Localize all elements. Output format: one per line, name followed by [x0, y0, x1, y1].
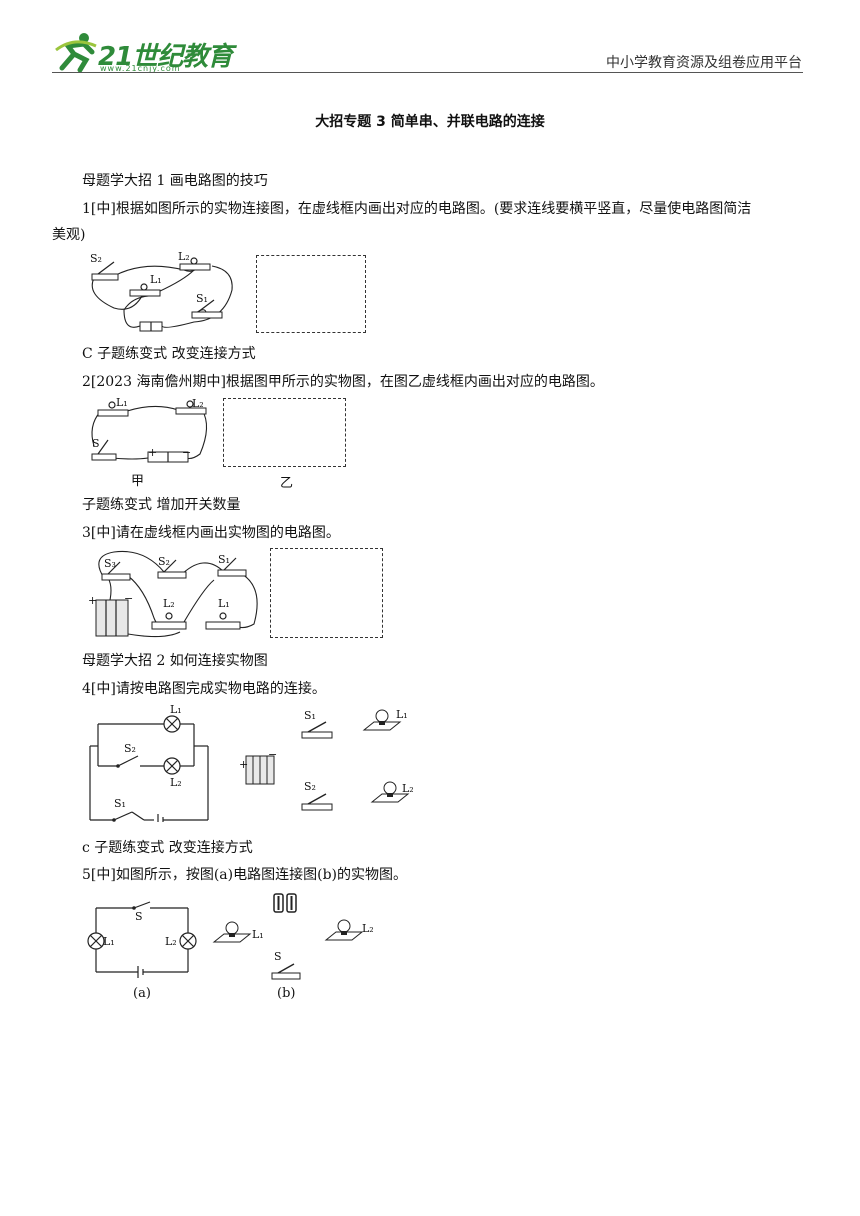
- section-heading-1: 母题学大招 1 画电路图的技巧: [82, 173, 268, 189]
- question-1-line1: 1[中]根据如图所示的实物连接图，在虚线框内画出对应的电路图。(要求连线要横平竖…: [82, 201, 752, 217]
- q4-diagram-label-s1: S₁: [114, 797, 126, 810]
- q4-circuit-diagram: [89, 715, 209, 822]
- q5-diagram-label-l2: L₂: [165, 935, 177, 948]
- q5-battery-icon: [273, 893, 297, 913]
- q3-label-l1: L₁: [218, 597, 230, 610]
- q1-answer-box[interactable]: [256, 255, 366, 333]
- q2-label-l2: L₂: [192, 397, 204, 410]
- q5-caption-b: (b): [277, 986, 296, 1001]
- q2-label-plus: +: [148, 446, 158, 459]
- q4-battery-plus: +: [239, 758, 249, 771]
- q5-diagram-label-s: S: [135, 910, 143, 923]
- q5-bulb-l2-icon: [324, 919, 364, 941]
- q2-label-s: S: [92, 437, 100, 450]
- q4-switch-s1-icon: [301, 721, 333, 739]
- q4-label-l1: L₁: [396, 708, 408, 721]
- q4-diagram-label-l2: L₂: [170, 776, 182, 789]
- platform-name: 中小学教育资源及组卷应用平台: [606, 55, 802, 71]
- q5-switch-icon: [271, 963, 301, 980]
- q4-switch-s2-icon: [301, 793, 333, 811]
- q1-label-l2: L₂: [178, 250, 190, 263]
- question-4: 4[中]请按电路图完成实物电路的连接。: [82, 681, 326, 697]
- q5-caption-a: (a): [133, 986, 151, 1001]
- q3-label-s1: S₁: [218, 553, 230, 566]
- q5-circuit-diagram: [87, 901, 197, 978]
- q4-diagram-label-l1: L₁: [170, 703, 182, 716]
- section-heading-2: 母题学大招 2 如何连接实物图: [82, 653, 268, 669]
- q3-label-plus: +: [88, 594, 98, 607]
- q4-label-s1: S₁: [304, 709, 316, 722]
- question-1-line2: 美观): [52, 227, 86, 243]
- q3-label-l2: L₂: [163, 597, 175, 610]
- q2-label-minus: −: [182, 446, 192, 459]
- q5-label-l1: L₁: [252, 928, 264, 941]
- q4-label-s2: S₂: [304, 780, 316, 793]
- q4-battery-icon: [245, 755, 275, 785]
- q4-battery-minus: −: [268, 748, 278, 761]
- q3-label-s2: S₂: [158, 555, 170, 568]
- q2-caption-b: 乙: [280, 476, 294, 491]
- question-3: 3[中]请在虚线框内画出实物图的电路图。: [82, 525, 340, 541]
- q2-label-l1: L₁: [116, 396, 128, 409]
- question-2: 2[2023 海南儋州期中]根据图甲所示的实物图，在图乙虚线框内画出对应的电路图…: [82, 374, 604, 390]
- logo-url: www.21cnjy.com: [100, 64, 181, 73]
- q1-label-l1: L₁: [150, 273, 162, 286]
- q3-physical-circuit: [95, 550, 258, 638]
- q1-physical-circuit: [91, 257, 233, 332]
- q1-label-s2: S₂: [90, 252, 102, 265]
- q5-label-s: S: [274, 950, 282, 963]
- q4-bulb-l2-icon: [370, 781, 410, 803]
- q5-label-l2: L₂: [362, 922, 374, 935]
- q2-physical-circuit: [91, 400, 208, 463]
- q4-label-l2: L₂: [402, 782, 414, 795]
- header-divider: [52, 72, 803, 73]
- q4-bulb-l1-icon: [362, 709, 402, 731]
- q1-label-s1: S₁: [196, 292, 208, 305]
- q2-caption-a: 甲: [131, 474, 145, 489]
- page-title: 大招专题 3 简单串、并联电路的连接: [315, 114, 545, 130]
- q2-answer-box[interactable]: [223, 398, 346, 467]
- section-variant-2: 子题练变式 增加开关数量: [82, 497, 241, 513]
- section-variant-1: C 子题练变式 改变连接方式: [82, 346, 256, 362]
- q3-answer-box[interactable]: [270, 548, 383, 638]
- q4-diagram-label-s2: S₂: [124, 742, 136, 755]
- section-variant-3: c 子题练变式 改变连接方式: [82, 840, 253, 856]
- q3-label-s3: S₃: [104, 557, 116, 570]
- q5-bulb-l1-icon: [212, 921, 252, 943]
- q3-label-minus: −: [124, 592, 134, 605]
- logo-text: 21世纪教育: [98, 42, 233, 72]
- question-5: 5[中]如图所示，按图(a)电路图连接图(b)的实物图。: [82, 867, 407, 883]
- logo-runner-icon: [55, 33, 97, 72]
- q5-diagram-label-l1: L₁: [103, 935, 115, 948]
